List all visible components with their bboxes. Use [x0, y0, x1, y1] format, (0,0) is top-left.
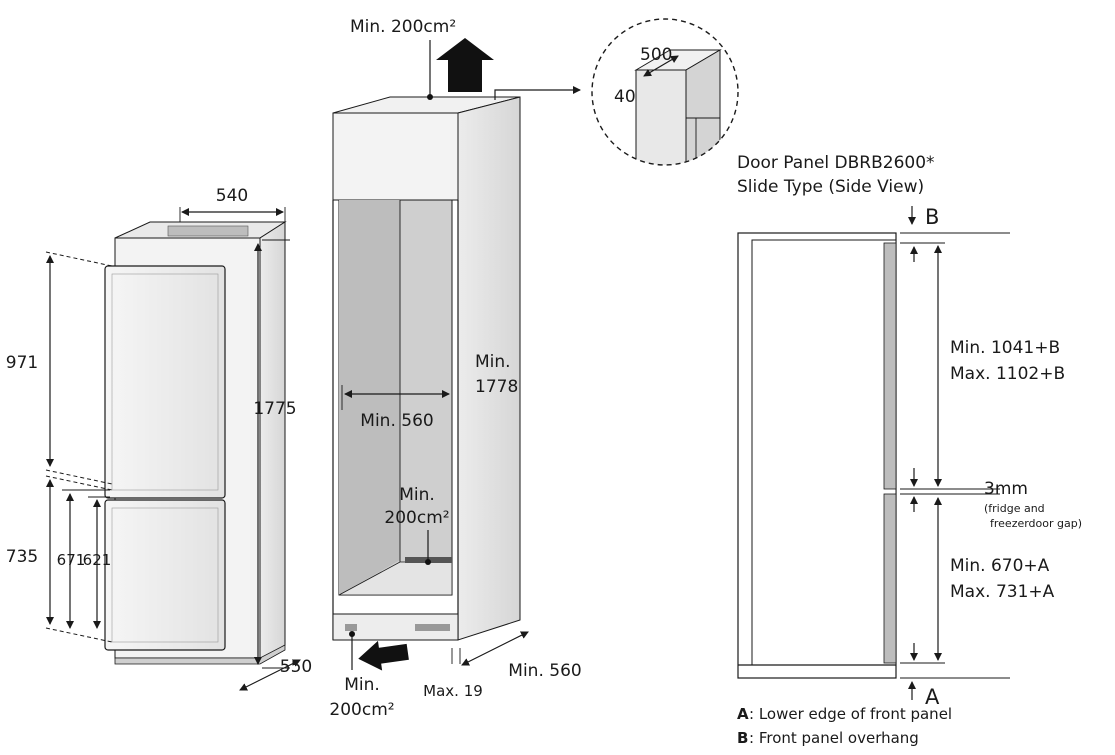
panel-gap: 3mm [984, 479, 1028, 499]
vent-bottom-l1: Min. [344, 675, 380, 695]
fridge-door-inset [111, 273, 219, 491]
panel-label-b: B [925, 205, 939, 229]
cabinet-depth-label: Min. 560 [508, 661, 581, 681]
door-panel-view: Door Panel DBRB2600* Slide Type (Side Vi… [737, 153, 1082, 747]
cabinet-upper-panel [332, 112, 459, 201]
detail-circle [591, 18, 739, 166]
top-detail: 500 40 [591, 18, 739, 166]
panel-gap-note-l2: freezerdoor gap) [990, 517, 1082, 530]
legend-text-a: : Lower edge of front panel [749, 705, 952, 723]
detail-dim-500: 500 [640, 45, 672, 65]
vent-bottom-arrow [358, 640, 409, 671]
panel-inner [751, 239, 897, 666]
panel-gap-note-l1: (fridge and [984, 502, 1045, 515]
vent-bottom-l2: 200cm² [329, 700, 394, 720]
fridge-panel-side [883, 242, 897, 490]
vent-mid-l2: 200cm² [384, 508, 449, 528]
cabinet-height-l2: 1778 [475, 377, 518, 397]
dim-height-1775: 1775 [253, 399, 296, 419]
freezer-panel-side [883, 493, 897, 664]
dim-freezer-door-735: 735 [6, 547, 38, 567]
dim-width-540: 540 [216, 186, 248, 206]
vent-top-label: Min. 200cm² [350, 17, 456, 37]
cabinet-gap-label: Max. 19 [423, 682, 483, 700]
fridge-top-grille [167, 225, 249, 237]
fridge-illustration: 540 1775 550 971 735 671 621 [6, 186, 312, 691]
legend-key-b: B [737, 729, 748, 747]
fridge-side [259, 221, 286, 661]
panel-freezer-min: Min. 670+A [950, 556, 1050, 576]
dim-671: 671 [57, 551, 86, 569]
panel-title-l1: Door Panel DBRB2600* [737, 153, 935, 173]
fridge-door [104, 265, 226, 499]
freezer-door-inset [111, 507, 219, 643]
panel-title-l2: Slide Type (Side View) [737, 177, 924, 197]
dim-line-cabinet-depth [461, 631, 529, 666]
legend-key-a: A [737, 705, 749, 723]
panel-fridge-max: Max. 1102+B [950, 364, 1065, 384]
legend-text-b: : Front panel overhang [749, 729, 919, 747]
panel-label-a: A [925, 685, 940, 709]
vent-mid-l1: Min. [399, 485, 435, 505]
dim-depth-550: 550 [280, 657, 312, 677]
vent-top-arrow [436, 38, 494, 92]
cabinet-illustration: Min. 200cm² Min. 1778 Min. 560 Min. 200c… [329, 17, 581, 720]
detail-leader [494, 86, 581, 100]
cabinet-width-label: Min. 560 [360, 411, 433, 431]
freezer-door [104, 499, 226, 651]
cabinet-height-l1: Min. [475, 352, 511, 372]
panel-fridge-min: Min. 1041+B [950, 338, 1060, 358]
dim-621: 621 [83, 551, 112, 569]
panel-freezer-max: Max. 731+A [950, 582, 1055, 602]
detail-dim-40: 40 [614, 87, 636, 107]
dim-fridge-door-971: 971 [6, 353, 38, 373]
dim-line-550 [239, 659, 301, 691]
